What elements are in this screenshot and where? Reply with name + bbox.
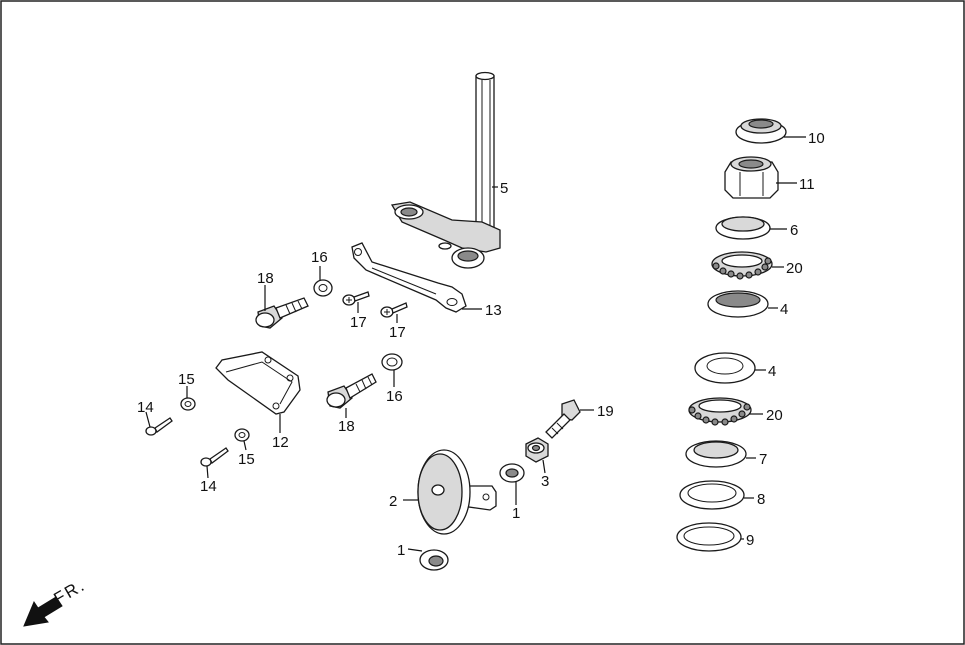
callout-18-upper: 18 (257, 270, 274, 287)
callout-12: 12 (272, 434, 289, 451)
seal-8-part (679, 480, 745, 510)
callout-14-lower: 14 (200, 478, 217, 495)
bearing-20-upper-part (711, 251, 773, 280)
callout-13: 13 (485, 302, 502, 319)
callout-14-upper: 14 (137, 399, 154, 416)
washer-9-part (676, 522, 742, 552)
callout-17-left: 17 (350, 314, 367, 331)
callout-5: 5 (500, 180, 508, 197)
screw-17-right-part (380, 302, 408, 318)
bolt-18-upper-part (255, 297, 309, 329)
callout-20-lower: 20 (766, 407, 783, 424)
nut-3-part (525, 437, 549, 463)
washer-1-upper-part (499, 463, 525, 483)
race-4-lower-part (694, 352, 756, 384)
nut-10-part (735, 118, 787, 144)
stay-bracket-part (351, 242, 467, 313)
callout-16-upper: 16 (311, 249, 328, 266)
callout-19: 19 (597, 403, 614, 420)
callout-10: 10 (808, 130, 825, 147)
callout-1-lower: 1 (397, 542, 405, 559)
callout-18-lower: 18 (338, 418, 355, 435)
screw-14-upper-part (145, 417, 173, 436)
callout-20-upper: 20 (786, 260, 803, 277)
nut-11-part (724, 156, 779, 199)
callout-15-lower: 15 (238, 451, 255, 468)
callout-9: 9 (746, 532, 754, 549)
callout-labels: 10 11 5 6 20 16 18 17 17 13 4 4 15 14 16… (137, 130, 825, 559)
bolt-18-lower-part (326, 373, 377, 409)
callout-1-upper: 1 (512, 505, 520, 522)
screw-14-lower-part (200, 447, 229, 467)
bolt-19-part (545, 399, 581, 439)
front-arrow-icon (23, 596, 63, 627)
washer-15-upper-part (180, 397, 196, 411)
callout-17-right: 17 (389, 324, 406, 341)
horn-bracket-part (215, 351, 301, 415)
callout-11: 11 (799, 176, 815, 193)
bearing-20-lower-part (688, 397, 752, 426)
washer-16-upper-part (313, 279, 333, 297)
washer-16-lower-part (381, 353, 403, 371)
washer-15-lower-part (234, 428, 250, 442)
callout-7: 7 (759, 451, 767, 468)
steering-stem-part (390, 71, 501, 269)
race-7-part (685, 440, 747, 468)
callout-3: 3 (541, 473, 549, 490)
callout-16-lower: 16 (386, 388, 403, 405)
race-4-upper-part (707, 290, 769, 318)
callout-4-upper: 4 (780, 301, 788, 318)
screw-17-left-part (342, 291, 370, 306)
race-6-part (715, 216, 771, 240)
callout-8: 8 (757, 491, 765, 508)
leader-lines (145, 136, 806, 552)
horn-part (417, 449, 497, 535)
callout-6: 6 (790, 222, 798, 239)
callout-15-upper: 15 (178, 371, 195, 388)
callout-2: 2 (389, 493, 397, 510)
callout-4-lower: 4 (768, 363, 776, 380)
washer-1-lower-part (419, 549, 449, 571)
